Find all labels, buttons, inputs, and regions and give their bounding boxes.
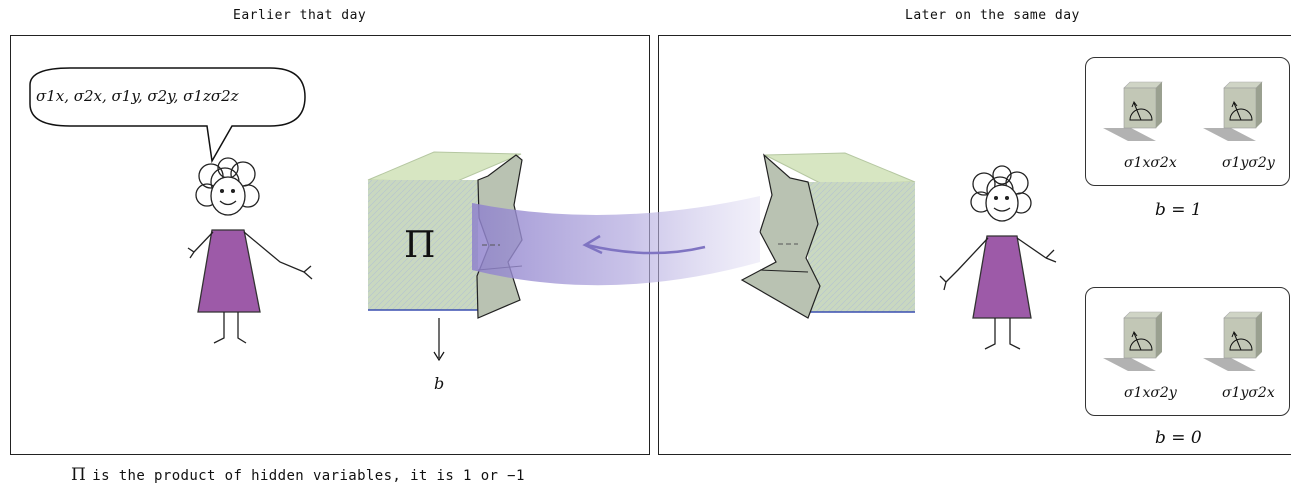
caption-symbol: Π — [71, 465, 87, 485]
output-arrow — [433, 318, 445, 362]
measurement-label: σ1yσ2x — [1222, 385, 1275, 401]
output-label: b — [434, 374, 444, 393]
character-right — [939, 165, 1057, 350]
caption-text: is the product of hidden variables, it i… — [92, 468, 525, 484]
meter-icons-2 — [1103, 311, 1263, 371]
measurement-label: σ1xσ2x — [1124, 155, 1177, 171]
measurement-group-2: σ1xσ2y σ1yσ2x — [1085, 287, 1290, 416]
right-panel-title: Later on the same day — [905, 8, 1080, 23]
measurement-label: σ1xσ2y — [1124, 385, 1177, 401]
meter-device-icon — [1103, 311, 1163, 371]
meter-device-icon — [1103, 81, 1163, 141]
left-panel-title: Earlier that day — [233, 8, 367, 23]
result-label: b = 0 — [1155, 428, 1202, 448]
character-left — [187, 157, 313, 344]
result-label: b = 1 — [1155, 200, 1202, 220]
link-band — [472, 196, 798, 286]
measurement-group-1: σ1xσ2x σ1yσ2y — [1085, 57, 1290, 186]
box-right — [740, 152, 916, 319]
measurement-label: σ1yσ2y — [1222, 155, 1275, 171]
speech-bubble — [29, 67, 306, 164]
meter-device-icon — [1203, 81, 1263, 141]
speech-bubble-text: σ1x, σ2x, σ1y, σ2y, σ1zσ2z — [36, 87, 239, 105]
meter-device-icon — [1203, 311, 1263, 371]
back-arrow — [582, 234, 706, 255]
meter-icons-1 — [1103, 81, 1263, 141]
box-left-symbol: Π — [404, 225, 435, 266]
